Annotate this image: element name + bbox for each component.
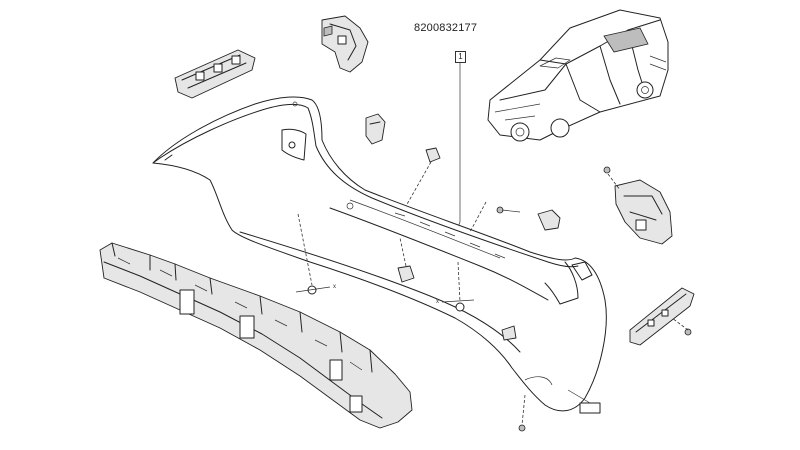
rear-bumper-shell [152, 96, 607, 412]
screw-center-right [469, 201, 521, 233]
right-side-bracket [603, 166, 673, 245]
callout-number-box: 1 [455, 51, 466, 63]
clip-right [537, 209, 561, 231]
svg-text:x: x [436, 299, 439, 305]
left-side-bracket [174, 49, 256, 99]
fastener-center: x [436, 261, 475, 312]
impact-absorber-beam [99, 242, 413, 429]
top-center-bracket [321, 15, 369, 73]
clip-upper [365, 113, 386, 145]
screw-bottom [518, 389, 601, 432]
fastener-left: x [295, 213, 336, 295]
clip-lower-right [501, 325, 517, 341]
clip-center [405, 147, 441, 207]
right-lower-bracket [629, 287, 695, 346]
part-number-label: 8200832177 [414, 22, 478, 34]
clip-lower-center [397, 237, 415, 283]
svg-text:x: x [333, 284, 336, 290]
vehicle-location-thumbnail [487, 9, 669, 142]
